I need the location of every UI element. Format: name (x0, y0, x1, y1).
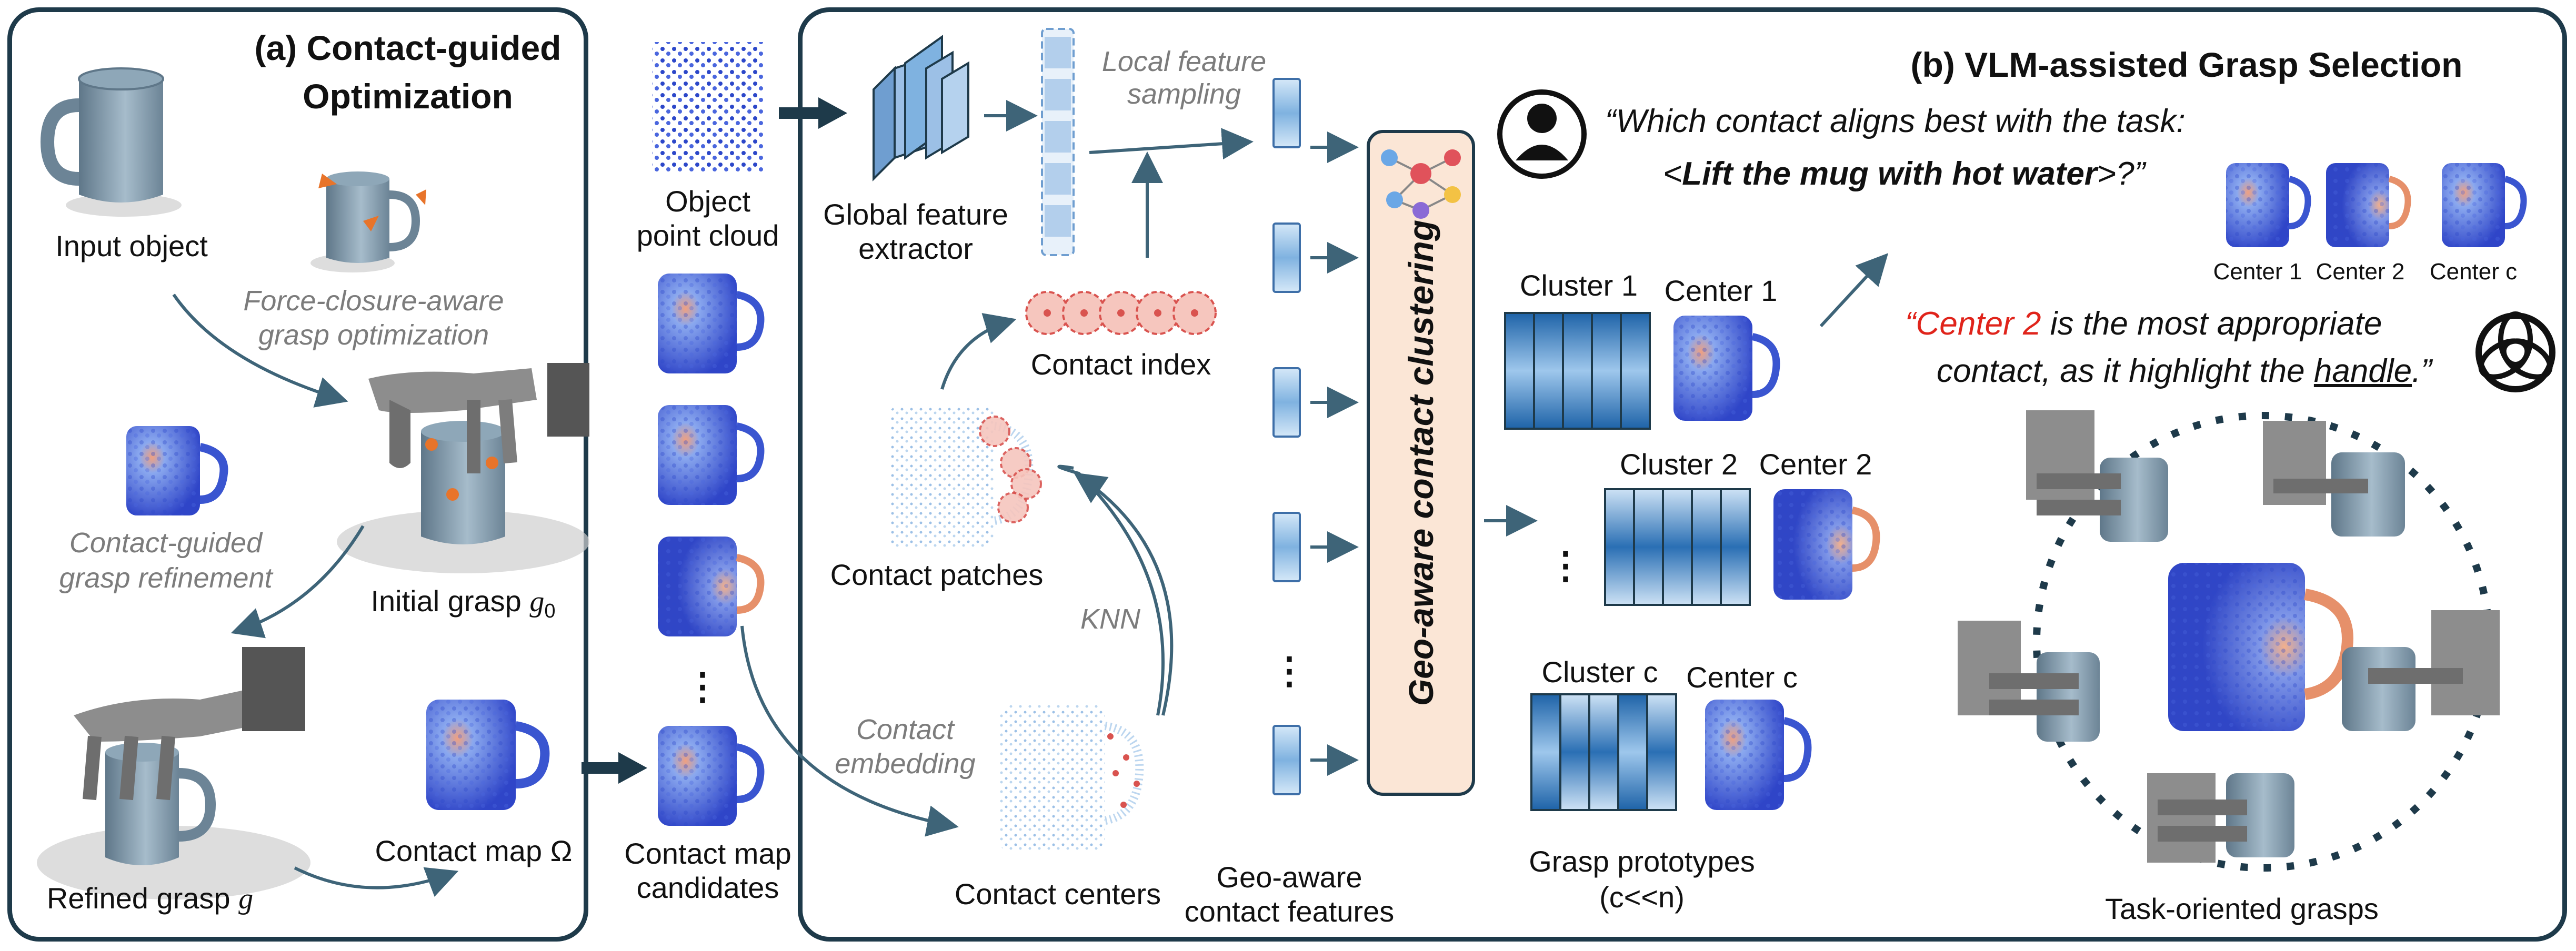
thumb-center-c-label: Center c (2429, 259, 2518, 285)
contact-embedding-label-line1: Contact (856, 714, 955, 745)
answer-line1: “Center 2 is the most appropriate (1905, 308, 2382, 340)
answer-line2-post: .” (2412, 353, 2432, 389)
geo-ellipsis: ⋮ (1271, 650, 1308, 691)
answer-line2: contact, as it highlight the handle.” (1937, 355, 2432, 388)
initial-grasp-subscript: 0 (544, 600, 556, 623)
initial-grasp-symbol: g (529, 585, 545, 618)
center-mugs (1673, 316, 1880, 810)
center-c-label: Center c (1686, 661, 1798, 694)
knn-label: KNN (1080, 603, 1140, 635)
panel-b-title: (b) VLM-assisted Grasp Selection (1910, 45, 2463, 84)
cluster-ellipsis: ⋮ (1547, 545, 1584, 586)
question-task: Lift the mug with hot water (1682, 156, 2097, 192)
geo-features-label-line1: Geo-aware (1216, 861, 1362, 894)
refined-grasp-label: Refined grasp g (32, 884, 268, 914)
answer-highlight: Center 2 (1916, 306, 2041, 342)
panel-a-title-line1: (a) Contact-guided (254, 28, 562, 67)
grasp-hand-right (2342, 610, 2500, 731)
prototypes-label-line1: Grasp prototypes (1529, 845, 1755, 878)
answer-line2-pre: contact, as it highlight the (1937, 353, 2314, 389)
object-pc-label-line2: point cloud (636, 219, 779, 252)
contact-index-icon (1025, 291, 1217, 335)
cm-candidates-label-line2: candidates (636, 871, 779, 904)
grasp-hand-top-right (2263, 421, 2405, 537)
cluster-2-label: Cluster 2 (1619, 448, 1738, 481)
local-feature-column (1041, 28, 1075, 256)
middle-ellipsis: ⋮ (684, 666, 721, 707)
network-icon (1381, 149, 1461, 219)
user-avatar-icon (1497, 89, 1587, 179)
contact-map-label: Contact map Ω (375, 834, 573, 867)
question-line2: <Lift the mug with hot water>?” (1663, 158, 2145, 190)
grasp-hand-bottom (2147, 773, 2294, 863)
contact-heatmap-mug-icon (126, 426, 228, 515)
force-closure-mug-icon (310, 171, 426, 272)
refined-grasp-text: Refined grasp (46, 882, 239, 915)
force-closure-label-line1: Force-closure-aware (243, 285, 504, 317)
answer-rest: is the most appropriate (2041, 306, 2382, 342)
vlm-logo-icon (2475, 311, 2555, 392)
clustering-box (1367, 130, 1475, 796)
cluster-1-label: Cluster 1 (1519, 269, 1638, 302)
global-feature-label-line1: Global feature (823, 198, 1008, 231)
contact-centers-icon (1000, 705, 1144, 852)
refined-grasp-symbol: g (238, 883, 254, 915)
local-sampling-label-line2: sampling (1127, 78, 1241, 110)
contact-index-label: Contact index (1030, 348, 1211, 381)
center-1-label: Center 1 (1664, 274, 1778, 307)
object-point-cloud-icon (653, 42, 763, 174)
answer-open: “ (1905, 306, 1916, 342)
contact-patches-icon (889, 405, 1042, 547)
initial-grasp-hand-icon (337, 363, 589, 573)
refined-grasp-hand-icon (37, 647, 310, 899)
contact-guided-label-line2: grasp refinement (59, 562, 273, 594)
global-feature-extractor-icon (873, 35, 969, 181)
input-object-label: Input object (55, 229, 208, 262)
cluster-c-bars (1530, 693, 1677, 811)
thumbnail-mugs (2226, 163, 2527, 247)
center-2-label: Center 2 (1759, 448, 1872, 481)
input-mug-icon (40, 67, 182, 217)
cluster-2-bars (1604, 488, 1751, 606)
task-grasps-label: Task-oriented grasps (2105, 892, 2379, 925)
prototypes-label-line2: (c<<n) (1599, 881, 1685, 914)
contact-patches-label: Contact patches (830, 558, 1044, 591)
clustering-label: Geo-aware contact clustering (1401, 219, 1440, 706)
grasp-hand-left (1958, 621, 2100, 742)
contact-map-mug-icon (426, 700, 550, 810)
local-sampling-label-line1: Local feature (1101, 46, 1267, 77)
object-pc-label-line1: Object (665, 185, 750, 218)
cluster-c-label: Cluster c (1541, 655, 1658, 689)
initial-grasp-text: Initial grasp (370, 584, 530, 618)
candidate-mugs (658, 274, 765, 826)
thumb-center-1-label: Center 1 (2213, 259, 2302, 285)
contact-embedding-label-line2: embedding (835, 748, 976, 780)
force-closure-label-line2: grasp optimization (258, 319, 489, 351)
geo-feature-bars (1272, 78, 1301, 795)
grasp-hand-top-left (2026, 410, 2168, 542)
initial-grasp-label: Initial grasp g0 (337, 584, 589, 623)
contact-centers-label: Contact centers (954, 877, 1161, 910)
question-pre: < (1663, 156, 1682, 192)
question-post: >?” (2097, 156, 2146, 192)
thumb-center-2-label: Center 2 (2316, 259, 2405, 285)
global-feature-label-line2: extractor (858, 232, 973, 265)
panel-a-title-line2: Optimization (303, 77, 513, 116)
answer-handle: handle (2313, 353, 2412, 389)
cm-candidates-label-line1: Contact map (624, 837, 791, 870)
cluster-1-bars (1504, 312, 1651, 430)
contact-guided-label-line1: Contact-guided (69, 527, 263, 559)
question-line1: “Which contact aligns best with the task… (1605, 103, 2186, 139)
geo-features-label-line2: contact features (1184, 895, 1395, 928)
